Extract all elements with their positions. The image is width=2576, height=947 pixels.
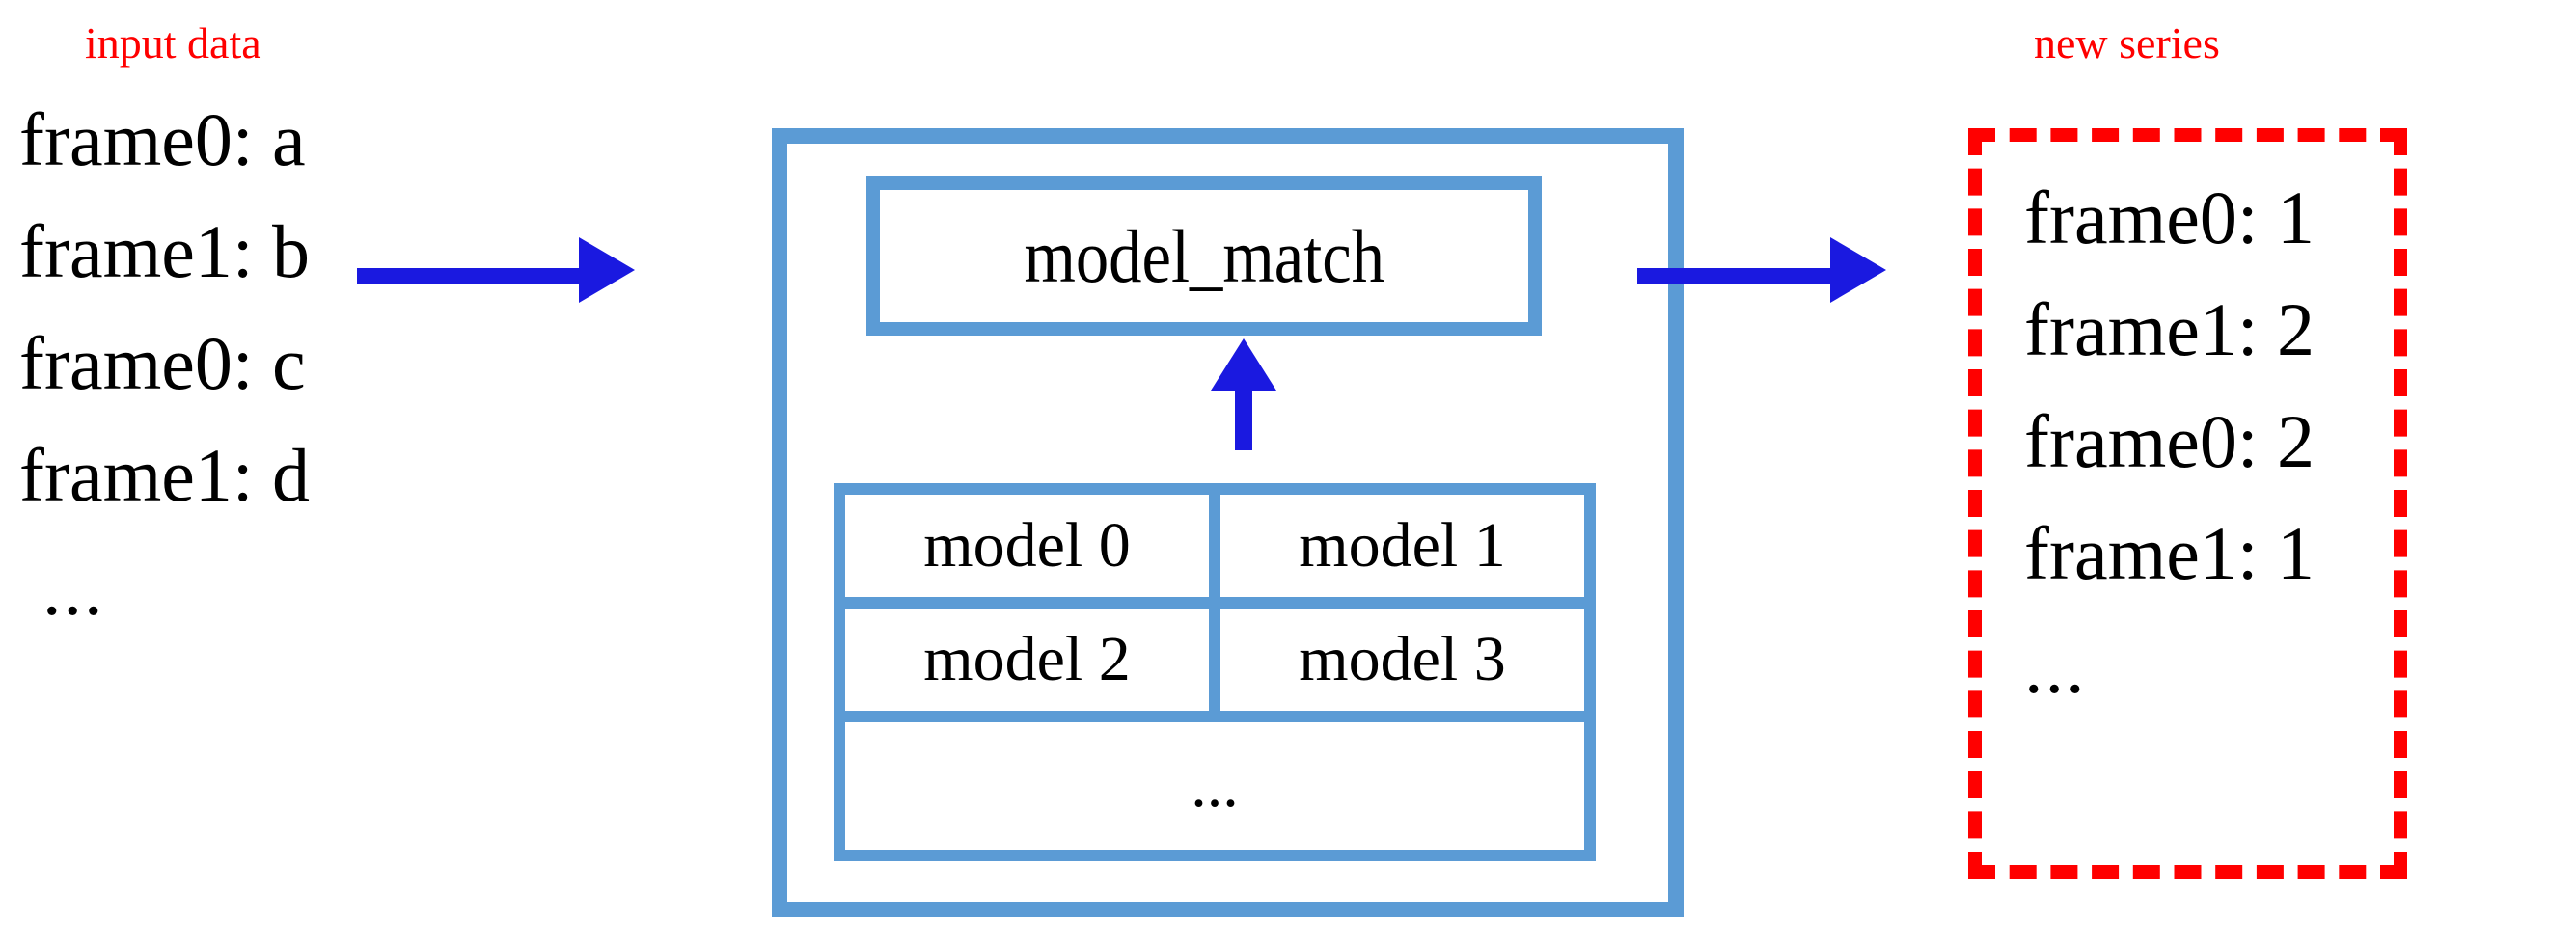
model-match-label: model_match — [1024, 213, 1384, 298]
input-data-continuation: ... — [42, 547, 105, 631]
arrow-right-icon — [1830, 237, 1886, 303]
list-item: frame0: c — [19, 321, 306, 405]
table-row: model 0 model 1 — [834, 483, 1596, 609]
new-series-box: frame0: 1 frame1: 2 frame0: 2 frame1: 1 … — [1968, 128, 2407, 879]
model-registry-table: model 0 model 1 model 2 model 3 ... — [834, 483, 1596, 861]
new-series-caption: new series — [2034, 18, 2220, 68]
table-row: ... — [834, 711, 1596, 861]
table-row: model 2 model 3 — [834, 597, 1596, 722]
new-series-continuation: ... — [2024, 625, 2087, 709]
arrow-right-icon — [579, 237, 635, 303]
arrow-shaft — [1637, 268, 1840, 284]
table-cell[interactable]: model 0 — [834, 483, 1220, 609]
list-item: frame1: 1 — [2024, 511, 2316, 595]
model-match-node[interactable]: model_match — [866, 176, 1542, 336]
arrow-shaft — [1235, 387, 1252, 450]
pipeline-container: model_match model 0 model 1 model 2 mode… — [772, 128, 1684, 917]
list-item: frame1: d — [19, 433, 311, 517]
arrow-up-icon — [1211, 338, 1276, 391]
list-item: frame1: 2 — [2024, 287, 2316, 371]
table-continuation-cell: ... — [834, 711, 1596, 861]
table-cell[interactable]: model 2 — [834, 597, 1220, 722]
input-data-caption: input data — [85, 18, 261, 68]
list-item: frame0: 2 — [2024, 399, 2316, 483]
list-item: frame0: a — [19, 97, 306, 181]
list-item: frame1: b — [19, 209, 311, 293]
arrow-shaft — [357, 268, 589, 284]
table-cell[interactable]: model 3 — [1209, 597, 1596, 722]
list-item: frame0: 1 — [2024, 176, 2316, 259]
table-cell[interactable]: model 1 — [1209, 483, 1596, 609]
pipeline-inner: model_match model 0 model 1 model 2 mode… — [787, 144, 1668, 902]
